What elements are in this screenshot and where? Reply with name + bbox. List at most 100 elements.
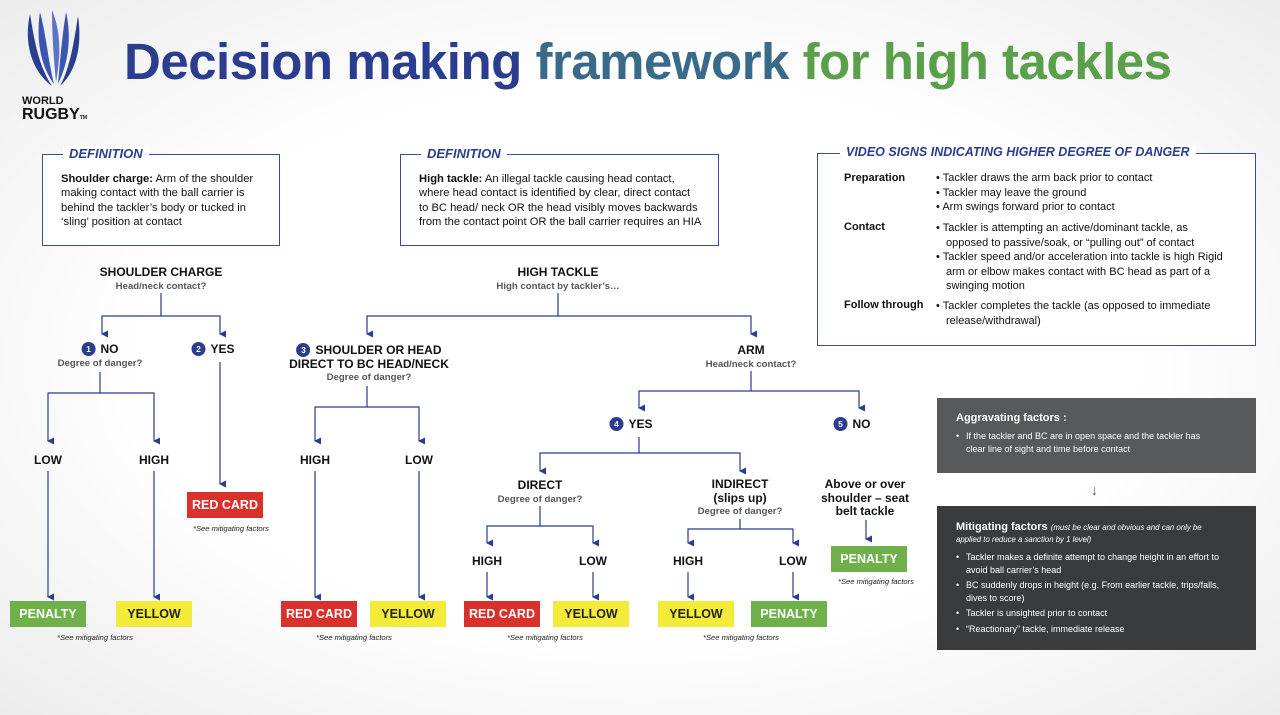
aggravating-factors-panel: Aggravating factors : If the tackler and… (937, 398, 1256, 473)
contact-label: Contact (844, 221, 885, 233)
preparation-list: • Tackler draws the arm back prior to co… (936, 171, 1152, 215)
definition-term: Shoulder charge: (61, 173, 154, 185)
indirect-node: INDIRECT (slips up) Degree of danger? (697, 477, 783, 517)
outcome-red-card: RED CARD (281, 601, 357, 627)
outcome-yellow: YELLOW (370, 601, 446, 627)
list-item: Tackler makes a definite attempt to chan… (956, 551, 1246, 576)
definition-high-tackle: DEFINITION High tackle: An illegal tackl… (400, 146, 719, 246)
sh-low-node: LOW (405, 453, 433, 467)
follow-through-list: • Tackler completes the tackle (as oppos… (936, 299, 1211, 328)
arm-node: ARM Head/neck contact? (705, 343, 797, 370)
list-item-cont: arm or elbow makes contact with BC head … (946, 265, 1211, 278)
step-2-badge: 2 (191, 342, 206, 356)
aggravating-heading: Aggravating factors : (956, 412, 1067, 424)
list-item: • Arm swings forward prior to contact (936, 201, 1115, 213)
page-title: Decision making framework for high tackl… (124, 32, 1172, 91)
mitigating-note: *See mitigating factors (507, 633, 583, 642)
mitigating-note: *See mitigating factors (703, 633, 779, 642)
outcome-penalty: PENALTY (10, 601, 86, 627)
def-left-line-3: ‘sling’ position at contact (61, 215, 182, 228)
list-item: • Tackler completes the tackle (as oppos… (936, 300, 1211, 312)
list-item-cont: release/withdrawal) (946, 314, 1041, 327)
outcome-red-card: RED CARD (464, 601, 540, 627)
world-rugby-logo: WORLD RUGBYTM (22, 10, 92, 126)
indirect-high-node: HIGH (673, 554, 703, 568)
shoulder-charge-node: SHOULDER CHARGE Head/neck contact? (99, 265, 223, 292)
list-item: • Tackler may leave the ground (936, 186, 1087, 199)
list-item-cont: swinging motion (946, 280, 1025, 292)
indirect-low-node: LOW (779, 554, 807, 568)
def-mid-line-1: where head contact is identified by clea… (419, 187, 691, 200)
contact-list: • Tackler is attempting an active/domina… (936, 221, 1223, 294)
above-shoulder-node: Above or over shoulder – seat belt tackl… (820, 477, 910, 518)
arrow-down-icon: ↓ (1091, 482, 1098, 498)
follow-through-label: Follow through (844, 299, 924, 311)
step-1-badge: 1 (81, 342, 96, 356)
video-signs-heading: VIDEO SIGNS INDICATING HIGHER DEGREE OF … (840, 145, 1196, 159)
logo-line2: RUGBYTM (22, 106, 88, 123)
def-left-line-1: making contact with the ball carrier is (61, 187, 245, 200)
mitigating-note: *See mitigating factors (193, 524, 269, 533)
mitigating-note: *See mitigating factors (316, 633, 392, 642)
degree-question: Degree of danger? (697, 506, 783, 517)
high-tackle-question: High contact by tackler’s… (496, 281, 620, 292)
degree-question: Degree of danger? (497, 494, 583, 505)
preparation-label: Preparation (844, 172, 906, 184)
outcome-red-card: RED CARD (187, 492, 263, 518)
definition-term: High tackle: (419, 173, 483, 185)
direct-high-node: HIGH (472, 554, 502, 568)
step-5-badge: 5 (833, 417, 848, 431)
outcome-penalty: PENALTY (831, 546, 907, 572)
def-mid-line-3: from the contact point OR the ball carri… (419, 215, 702, 228)
direct-node: DIRECT Degree of danger? (497, 478, 583, 505)
def-mid-line-2: to BC head/ neck OR the head visibly mov… (419, 201, 698, 214)
shoulder-charge-question: Head/neck contact? (115, 281, 207, 292)
list-item: • Tackler is attempting an active/domina… (936, 222, 1188, 234)
rugby-ball-logo-icon (27, 10, 80, 86)
outcome-penalty: PENALTY (751, 601, 827, 627)
arm-question: Head/neck contact? (705, 359, 797, 370)
def-left-line-2: behind the tackler’s body or tucked in (61, 201, 246, 214)
sc-high-node: HIGH (139, 453, 169, 467)
list-item: “Reactionary” tackle, immediate release (956, 623, 1246, 636)
aggravating-list: If the tackler and BC are in open space … (956, 430, 1246, 455)
definition-heading: DEFINITION (421, 146, 507, 161)
high-tackle-node: HIGH TACKLE High contact by tackler’s… (496, 265, 620, 292)
step-3-badge: 3 (296, 343, 311, 357)
outcome-yellow: YELLOW (553, 601, 629, 627)
logo-line1: WORLD (22, 95, 64, 107)
direct-low-node: LOW (579, 554, 607, 568)
outcome-yellow: YELLOW (116, 601, 192, 627)
mitigating-list: Tackler makes a definite attempt to chan… (956, 551, 1246, 635)
title-part1: Decision making (124, 33, 522, 90)
sh-high-node: HIGH (300, 453, 330, 467)
video-signs-box: VIDEO SIGNS INDICATING HIGHER DEGREE OF … (817, 145, 1256, 346)
def-mid-line-0: An illegal tackle causing head contact, (484, 173, 675, 185)
sc-low-node: LOW (34, 453, 62, 467)
mitigating-note: *See mitigating factors (57, 633, 133, 642)
list-item-cont: opposed to passive/soak, or “pulling out… (946, 236, 1195, 249)
list-item: Tackler is unsighted prior to contact (956, 607, 1246, 620)
mitigating-note: *See mitigating factors (838, 577, 914, 586)
definition-heading: DEFINITION (63, 146, 149, 161)
list-item: • Tackler speed and/or acceleration into… (936, 251, 1223, 263)
mitigating-factors-panel: Mitigating factors (must be clear and ob… (937, 506, 1256, 650)
def-left-line-0: Arm of the shoulder (155, 173, 254, 185)
step-4-badge: 4 (609, 417, 624, 431)
mitigating-heading: Mitigating factors (must be clear and ob… (956, 521, 1202, 544)
title-part2: framework (535, 33, 789, 90)
degree-question: Degree of danger? (57, 358, 143, 369)
degree-question: Degree of danger? (326, 372, 412, 383)
list-item: If the tackler and BC are in open space … (956, 430, 1246, 455)
outcome-yellow: YELLOW (658, 601, 734, 627)
definition-shoulder-charge: DEFINITION Shoulder charge: Arm of the s… (42, 146, 280, 246)
list-item: • Tackler draws the arm back prior to co… (936, 172, 1153, 184)
title-part3: for high tackles (802, 33, 1172, 90)
list-item: BC suddenly drops in height (e.g. From e… (956, 579, 1246, 604)
